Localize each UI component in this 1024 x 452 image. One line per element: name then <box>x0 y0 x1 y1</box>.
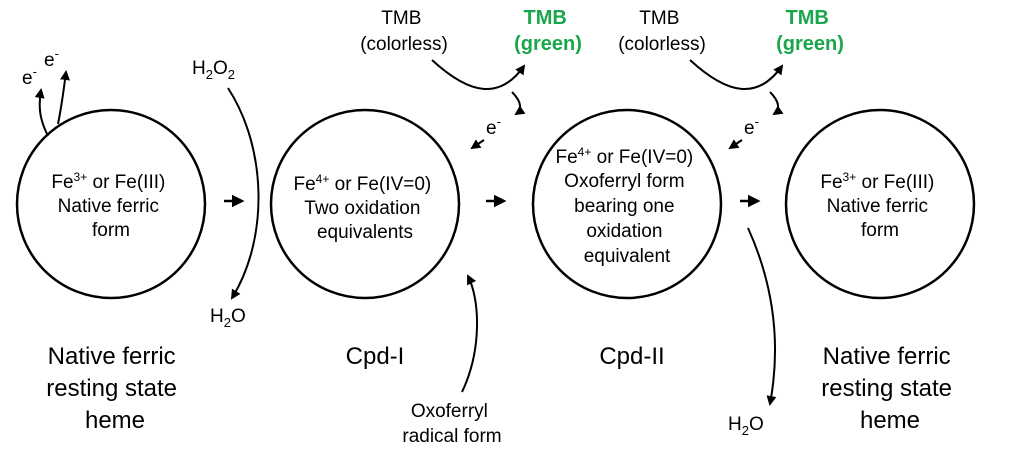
electron-label-3: e- <box>486 114 501 139</box>
tmb-colorless-1: TMB (colorless) <box>360 8 448 55</box>
state-label-cpd-i: Cpd-I <box>346 343 405 370</box>
tmb-oxidation-arrow-2 <box>689 59 784 90</box>
state-2-text: Fe4+ or Fe(IV=0) Two oxidation equivalen… <box>293 172 436 243</box>
state-4-text: Fe3+ or Fe(III) Native ferric form <box>820 170 939 241</box>
state-3-text: Fe4+ or Fe(IV=0) Oxoferryl form bearing … <box>555 145 698 267</box>
cpd-i-circle <box>269 108 461 300</box>
water-out-arrow <box>747 227 777 406</box>
electron-arrow-2 <box>57 70 70 125</box>
electron-arrow-1 <box>34 88 49 137</box>
tmb-oxidation-arrow-1 <box>431 59 526 90</box>
h2o2-label: H2O2 <box>192 58 235 82</box>
tmb-green-1: TMB (green) <box>514 7 582 55</box>
electron-label-1: e- <box>22 64 37 89</box>
water-label-1: H2O <box>210 306 246 330</box>
state-label-native-ferric-final: Native ferric resting state heme <box>821 343 958 434</box>
electron-label-2: e- <box>44 46 59 71</box>
native-ferric-circle <box>15 108 207 300</box>
tmb-electron-arrow-2 <box>769 91 784 116</box>
state-label-cpd-ii: Cpd-II <box>599 343 664 370</box>
native-ferric-circle-final <box>784 108 976 300</box>
tmb-electron-arrow-1 <box>511 91 526 116</box>
electron-to-cpd-ii-arrow <box>728 139 743 150</box>
state-label-native-ferric: Native ferric resting state heme <box>46 343 183 434</box>
cpd-ii-circle <box>531 108 723 300</box>
radical-form-arrow <box>461 274 478 393</box>
electron-label-4: e- <box>744 114 759 139</box>
tmb-green-2: TMB (green) <box>776 7 844 55</box>
radical-form-label: Oxoferryl radical form <box>402 401 501 447</box>
tmb-colorless-2: TMB (colorless) <box>618 8 706 55</box>
state-1-text: Fe3+ or Fe(III) Native ferric form <box>51 170 170 241</box>
h2o2-to-water-arrow <box>227 87 260 300</box>
water-label-2: H2O <box>728 414 764 438</box>
electron-to-cpd-i-arrow <box>470 139 485 150</box>
